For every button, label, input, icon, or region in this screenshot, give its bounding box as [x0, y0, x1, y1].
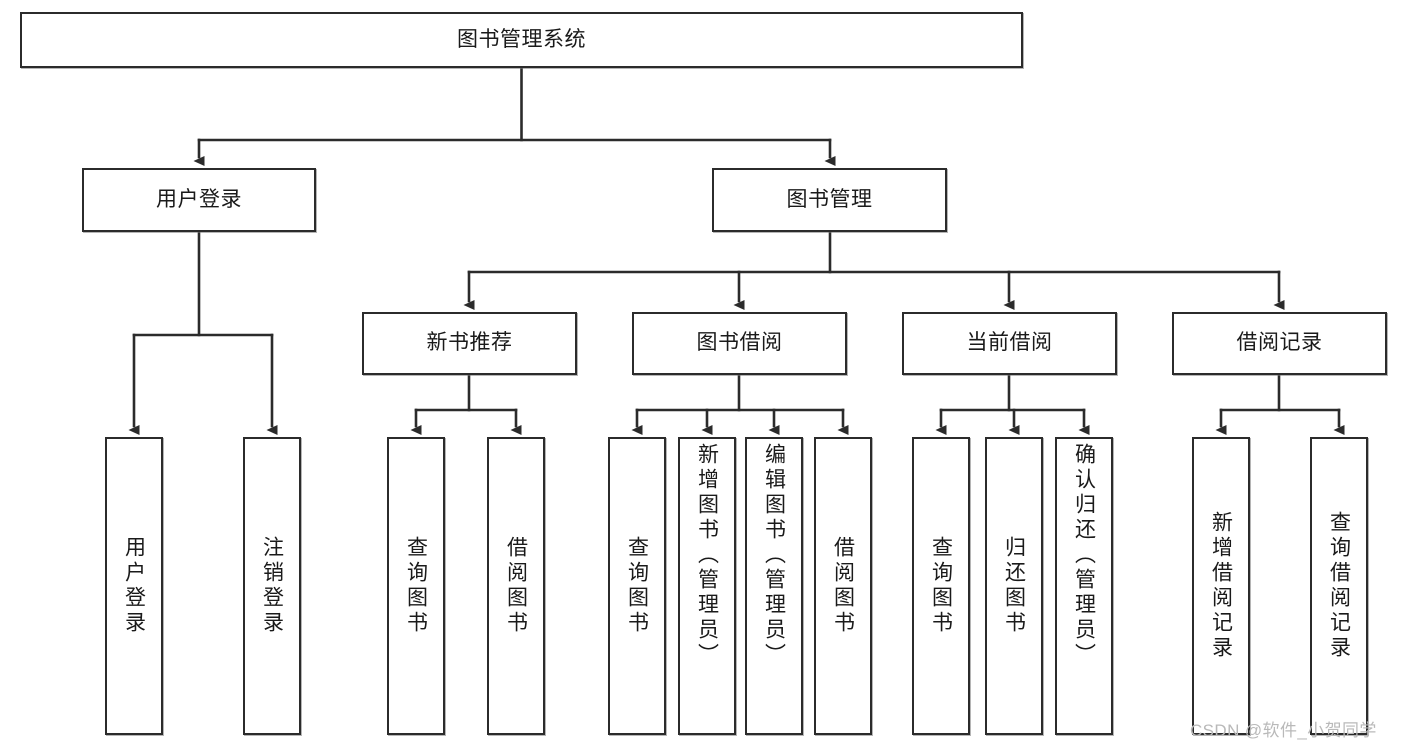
csdn-watermark: CSDN @软件_小贺同学: [1190, 721, 1377, 740]
node-current-borrow[interactable]: 当前借阅: [902, 312, 1117, 375]
leaf-borrow-book-recommend-label: 借阅图书: [504, 536, 528, 636]
leaf-query-book-current-label: 查询图书: [929, 536, 953, 636]
connector-lines: [128, 66, 1345, 435]
leaf-add-book-admin-label: 新增图书（管理员）: [695, 443, 719, 668]
leaf-query-book-recommend[interactable]: 查询图书: [387, 437, 445, 735]
leaf-logout[interactable]: 注销登录: [243, 437, 301, 735]
node-book-manage[interactable]: 图书管理: [712, 168, 947, 232]
node-user-login[interactable]: 用户登录: [82, 168, 316, 232]
leaf-query-borrow-record[interactable]: 查询借阅记录: [1310, 437, 1368, 735]
leaf-query-book-current[interactable]: 查询图书: [912, 437, 970, 735]
node-current-borrow-label: 当前借阅: [966, 331, 1053, 355]
leaf-return-book-label: 归还图书: [1002, 536, 1026, 636]
leaf-edit-book-admin-label: 编辑图书（管理员）: [762, 443, 786, 668]
leaf-query-borrow-record-label: 查询借阅记录: [1327, 511, 1351, 661]
node-book-manage-label: 图书管理: [786, 187, 873, 211]
node-user-login-label: 用户登录: [156, 187, 242, 211]
node-borrow-record[interactable]: 借阅记录: [1172, 312, 1387, 375]
node-root-label: 图书管理系统: [457, 27, 586, 51]
node-root[interactable]: 图书管理系统: [20, 12, 1023, 68]
leaf-user-login[interactable]: 用户登录: [105, 437, 163, 735]
leaf-borrow-book-recommend[interactable]: 借阅图书: [487, 437, 545, 735]
leaf-user-login-label: 用户登录: [122, 536, 146, 636]
leaf-edit-book-admin[interactable]: 编辑图书（管理员）: [745, 437, 803, 735]
leaf-add-borrow-record-label: 新增借阅记录: [1209, 511, 1233, 661]
node-book-borrow[interactable]: 图书借阅: [632, 312, 847, 375]
leaf-return-book[interactable]: 归还图书: [985, 437, 1043, 735]
leaf-query-book-recommend-label: 查询图书: [404, 536, 428, 636]
leaf-query-book-borrow[interactable]: 查询图书: [608, 437, 666, 735]
node-new-book-recommendation-label: 新书推荐: [426, 331, 513, 355]
leaf-borrow-book[interactable]: 借阅图书: [814, 437, 872, 735]
node-new-book-recommendation[interactable]: 新书推荐: [362, 312, 577, 375]
node-book-borrow-label: 图书借阅: [696, 331, 783, 355]
node-borrow-record-label: 借阅记录: [1236, 331, 1323, 355]
leaf-borrow-book-label: 借阅图书: [831, 536, 855, 636]
leaf-confirm-return-admin[interactable]: 确认归还（管理员）: [1055, 437, 1113, 735]
leaf-query-book-borrow-label: 查询图书: [625, 536, 649, 636]
leaf-confirm-return-admin-label: 确认归还（管理员）: [1072, 443, 1096, 668]
leaf-add-book-admin[interactable]: 新增图书（管理员）: [678, 437, 736, 735]
leaf-logout-label: 注销登录: [260, 536, 284, 636]
leaf-add-borrow-record[interactable]: 新增借阅记录: [1192, 437, 1250, 735]
